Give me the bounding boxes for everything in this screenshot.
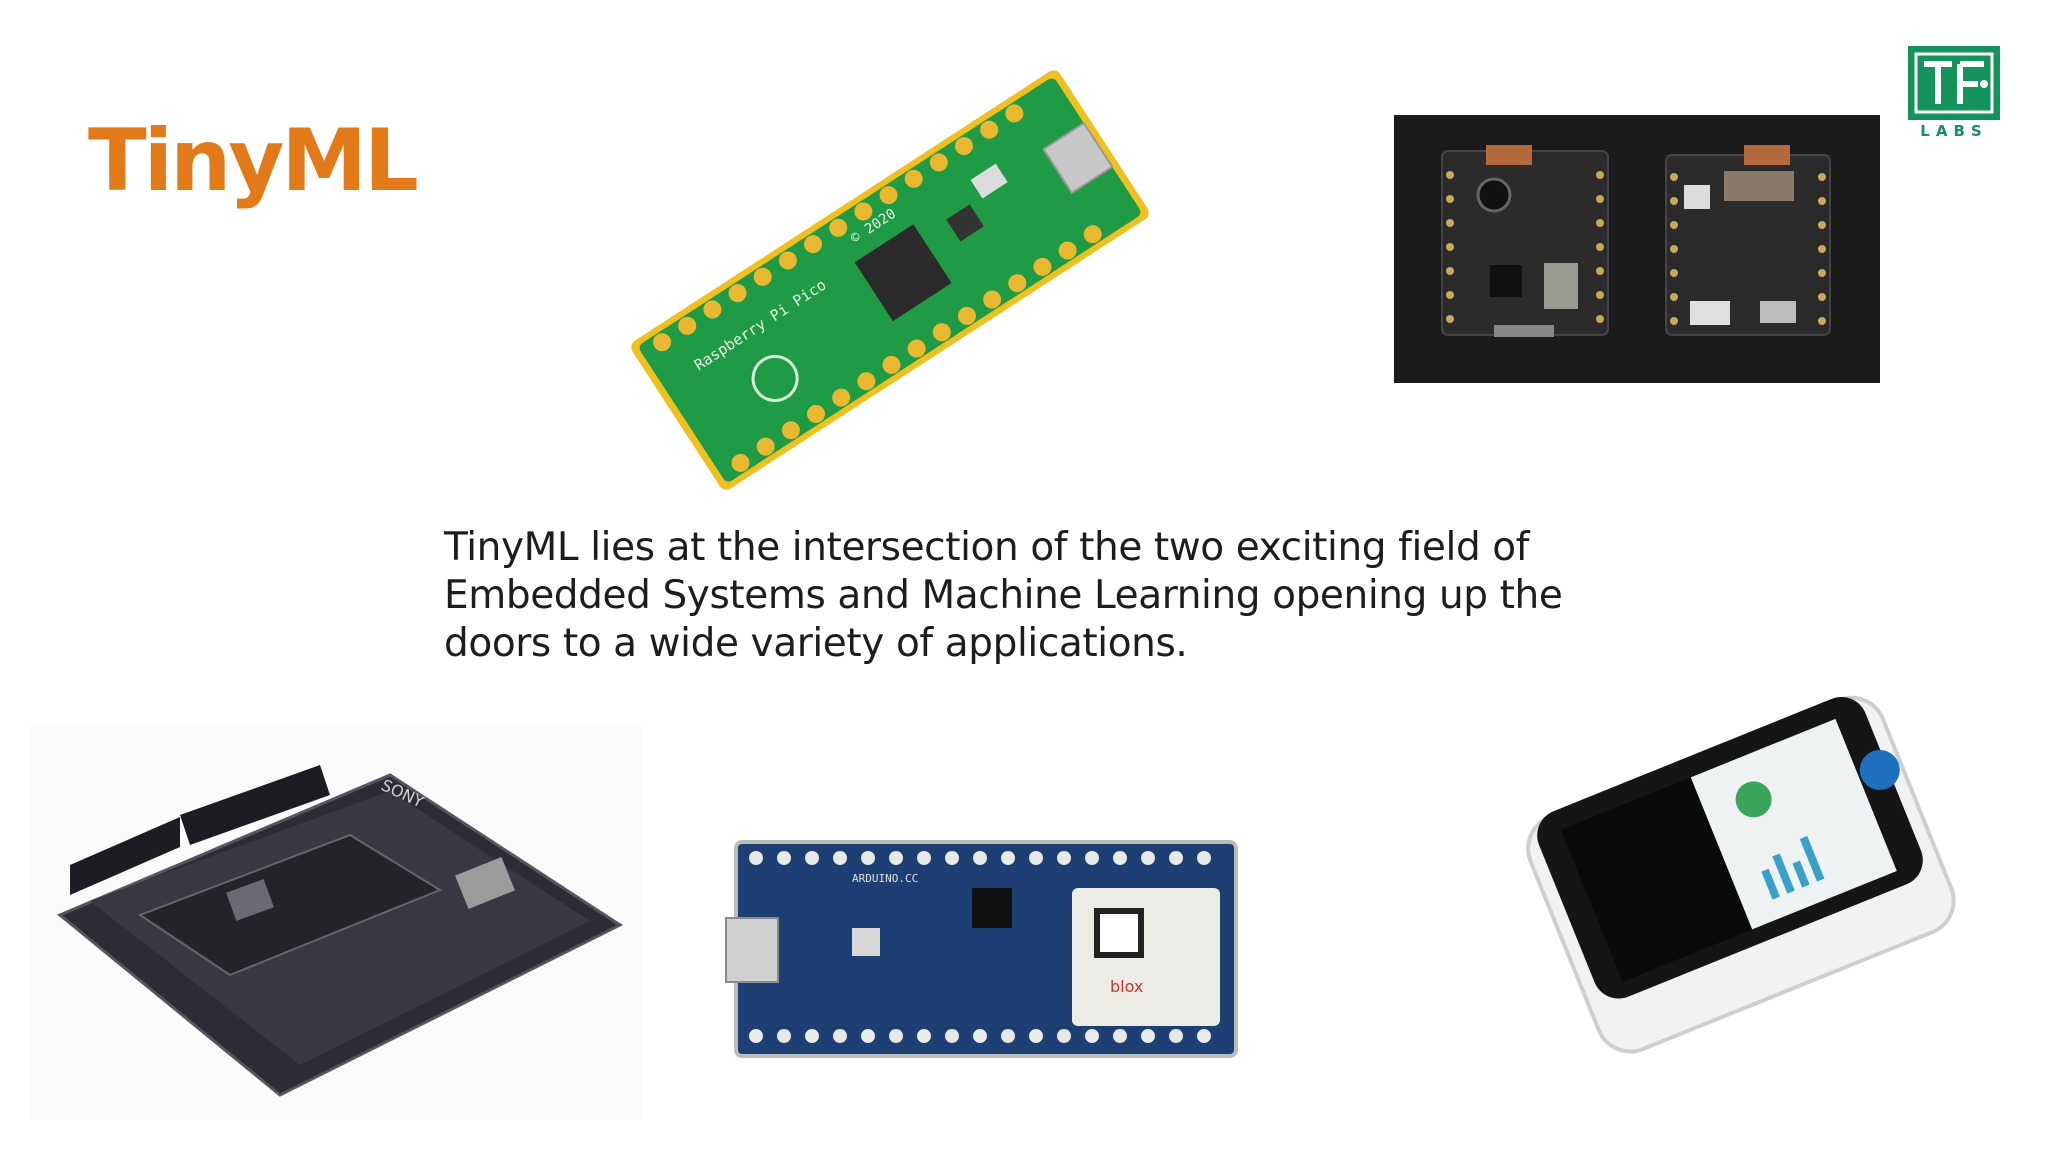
wio-terminal-image (1496, 690, 1982, 1060)
labs-logo: LABS (1906, 44, 2002, 140)
slide-title: TinyML (88, 111, 419, 211)
sony-board-image: SONY (30, 725, 642, 1120)
board-left (1441, 145, 1609, 337)
nano-silkscreen: ARDUINO.CC (852, 872, 918, 885)
nano-module-brand: blox (1110, 977, 1143, 996)
raspberry-pi-pico-image: Raspberry Pi Pico © 2020 (600, 70, 1160, 490)
logo-labs-text: LABS (1920, 122, 1987, 140)
board-right (1665, 145, 1831, 336)
arduino-nano-image: blox ARDUINO.CC (722, 828, 1248, 1072)
dual-boards-image (1394, 115, 1880, 383)
slide-body-text: TinyML lies at the intersection of the t… (444, 525, 1563, 666)
